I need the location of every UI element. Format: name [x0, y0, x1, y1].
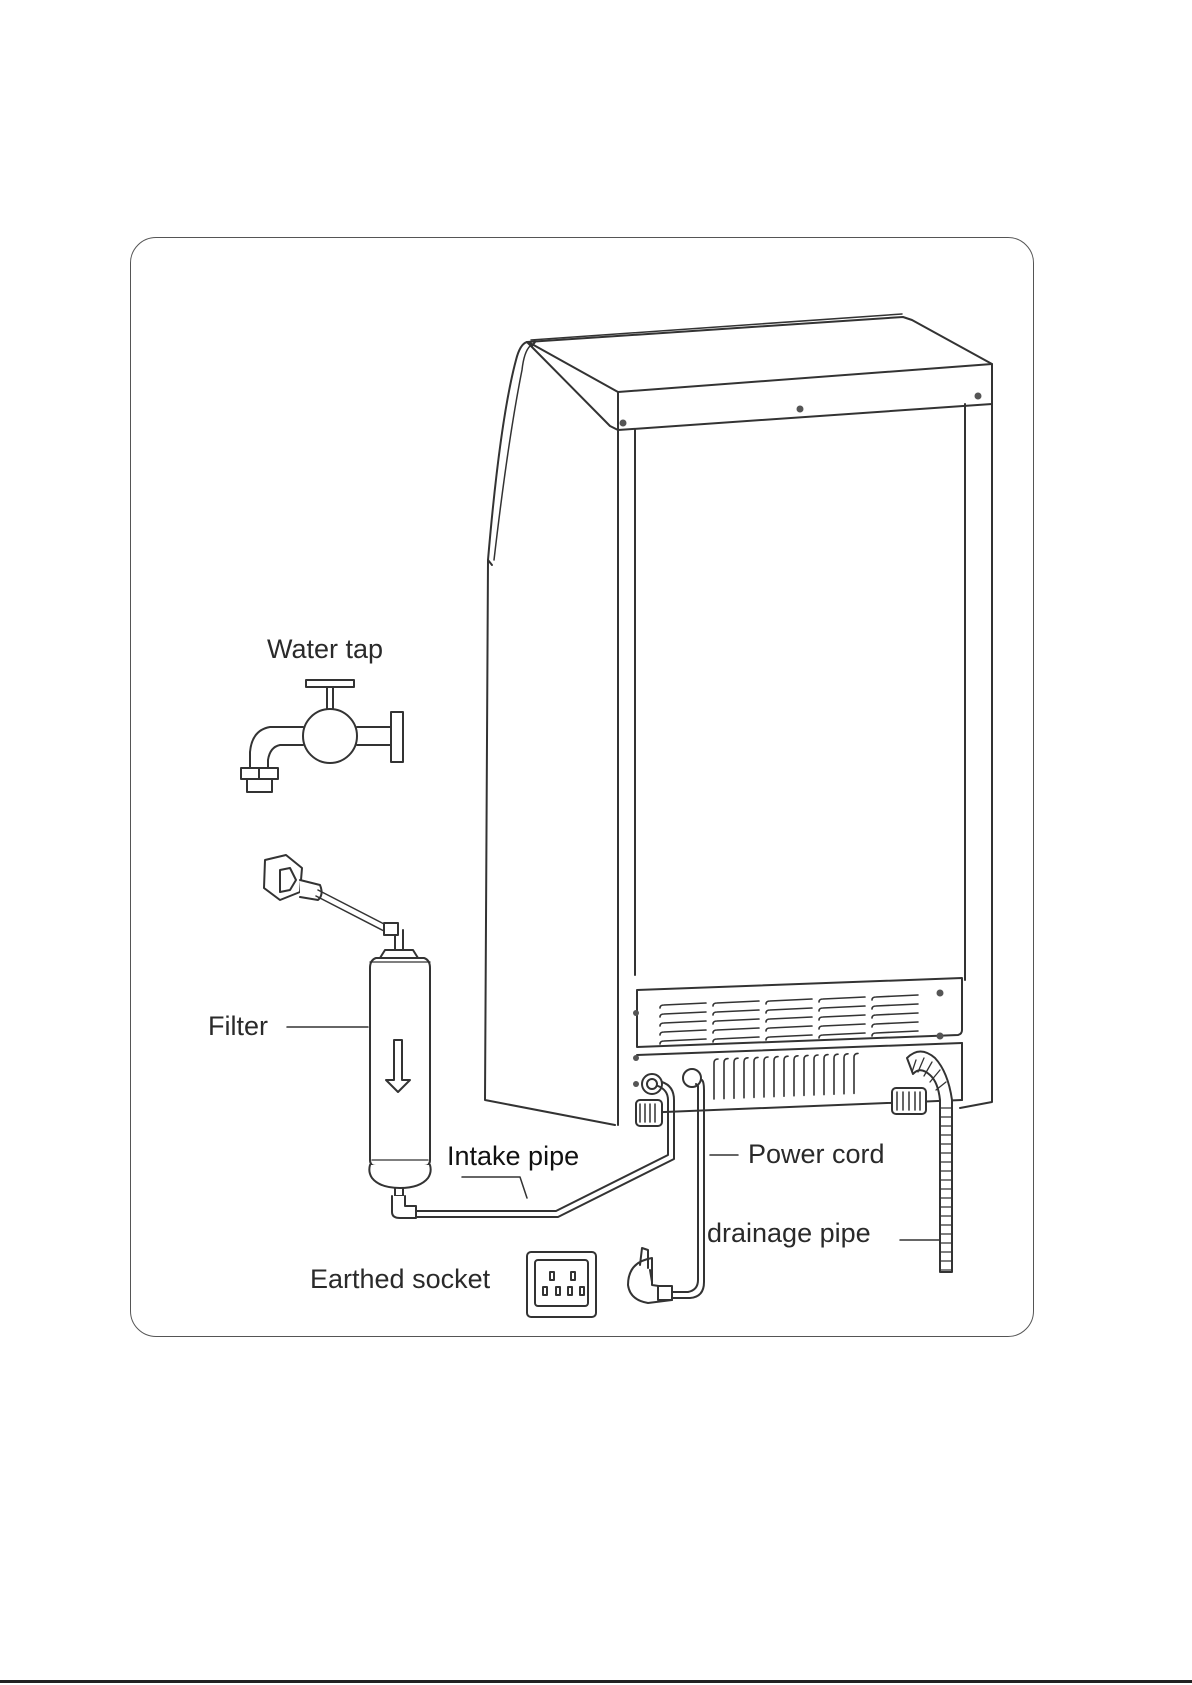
vent-fin: [764, 1057, 768, 1097]
vent-fin: [794, 1056, 798, 1096]
vent-fin: [744, 1058, 748, 1098]
intake-pipe-leader-line: [462, 1177, 527, 1198]
vent-fin: [854, 1053, 858, 1093]
vent-fins: [714, 1053, 858, 1099]
vent-fin: [774, 1057, 778, 1097]
screw: [633, 1055, 639, 1061]
page-bottom-rule: [0, 1680, 1192, 1683]
screw: [975, 393, 982, 400]
water-inlet-fitting: [642, 1074, 662, 1094]
vent-fin: [834, 1054, 838, 1094]
drainage-pipe: [907, 1052, 952, 1273]
label-drainage-pipe: drainage pipe: [707, 1220, 871, 1247]
screw: [633, 1081, 639, 1087]
vent-fin: [844, 1054, 848, 1094]
vent-fin: [724, 1059, 728, 1099]
label-earthed-socket: Earthed socket: [310, 1266, 490, 1293]
vent-fin: [814, 1055, 818, 1095]
screw: [937, 1033, 944, 1040]
label-water-tap: Water tap: [267, 636, 383, 663]
vent-fin: [754, 1057, 758, 1097]
power-cord-grommet: [683, 1069, 701, 1087]
label-intake-pipe: Intake pipe: [447, 1143, 579, 1170]
vent-fin: [784, 1056, 788, 1096]
earthed-socket-icon: [527, 1252, 596, 1317]
vent-fin: [824, 1055, 828, 1095]
plug-icon: [628, 1248, 672, 1303]
label-power-cord: Power cord: [748, 1141, 885, 1168]
screw: [797, 406, 804, 413]
vent-fin: [714, 1059, 718, 1099]
vent-fin: [804, 1055, 808, 1095]
water-tap-icon: [241, 680, 403, 792]
screw: [937, 990, 944, 997]
filter-icon: [264, 855, 431, 1218]
screw: [620, 420, 627, 427]
vent-fin: [734, 1058, 738, 1098]
screw: [633, 1010, 639, 1016]
label-filter: Filter: [208, 1013, 268, 1040]
